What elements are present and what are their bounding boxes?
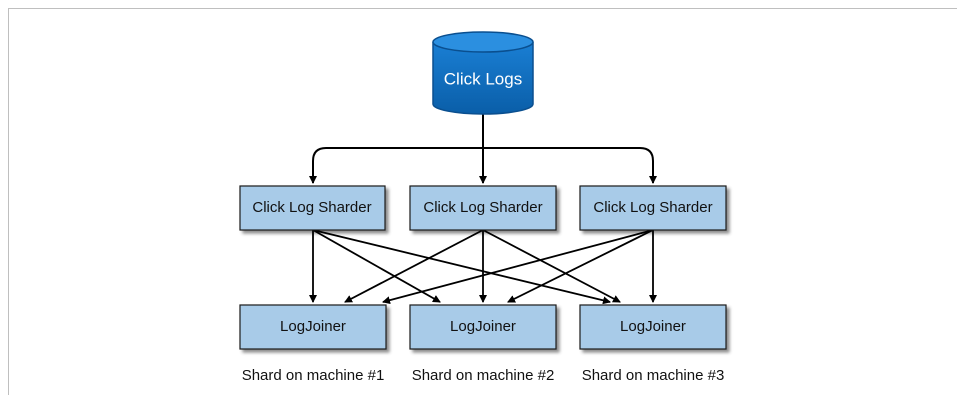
joiner-box-1: LogJoiner bbox=[239, 304, 387, 350]
edge-s2-j3 bbox=[482, 229, 621, 303]
edge-s3-j2 bbox=[507, 229, 654, 303]
shard-connectors bbox=[309, 229, 657, 305]
joiner-box-3: LogJoiner bbox=[579, 304, 727, 350]
caption-machine-1: Shard on machine #1 bbox=[242, 367, 385, 384]
sharder-label-2: Click Log Sharder bbox=[423, 199, 542, 216]
caption-machine-3: Shard on machine #3 bbox=[582, 367, 725, 384]
edge-s1-j2 bbox=[312, 229, 441, 303]
click-logs-label: Click Logs bbox=[444, 69, 522, 88]
sharder-box-2: Click Log Sharder bbox=[409, 185, 557, 231]
source-connectors bbox=[309, 112, 657, 184]
joiner-label-3: LogJoiner bbox=[620, 318, 686, 335]
connector-source-to-sharder-1 bbox=[309, 147, 483, 184]
joiner-label-1: LogJoiner bbox=[280, 318, 346, 335]
caption-machine-2: Shard on machine #2 bbox=[412, 367, 555, 384]
sharder-label-1: Click Log Sharder bbox=[252, 199, 371, 216]
edge-s3-j1 bbox=[382, 229, 654, 305]
edge-s2-j1 bbox=[344, 229, 484, 303]
edge-s1-j3 bbox=[312, 229, 611, 305]
joiner-label-2: LogJoiner bbox=[450, 318, 516, 335]
click-logs-database: Click Logs bbox=[432, 31, 534, 115]
sharder-box-1: Click Log Sharder bbox=[239, 185, 386, 231]
connector-source-to-sharder-3 bbox=[483, 147, 657, 184]
sharder-box-3: Click Log Sharder bbox=[579, 185, 727, 231]
sharder-label-3: Click Log Sharder bbox=[593, 199, 712, 216]
joiner-box-2: LogJoiner bbox=[409, 304, 557, 350]
